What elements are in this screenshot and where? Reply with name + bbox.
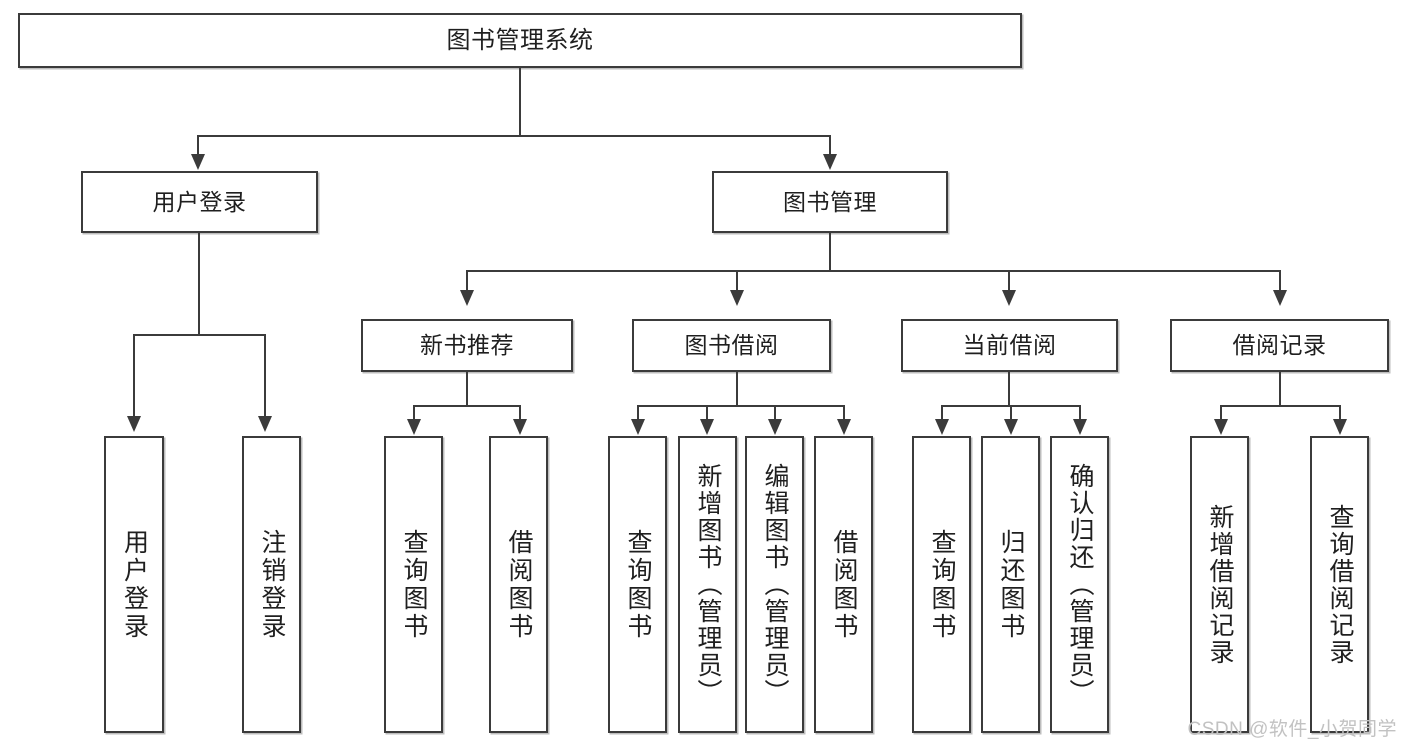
connector-new-book-bar xyxy=(413,405,521,407)
connector-borrow-record-stem xyxy=(1279,372,1281,406)
connector-book-borrow-leaf-3 xyxy=(774,405,776,421)
connector-book-mgmt-sub-4 xyxy=(1279,270,1281,292)
node-label: 查询借阅记录 xyxy=(1326,503,1354,666)
connector-root-to-branch-2 xyxy=(829,135,831,157)
node-label: 借阅图书 xyxy=(830,528,858,641)
node-root-book-management-system[interactable]: 图书管理系统 xyxy=(18,13,1022,68)
node-subbranch-book-borrow[interactable]: 图书借阅 xyxy=(632,319,831,372)
connector-current-borrow-leaf-3 xyxy=(1079,405,1081,421)
connector-user-login-leaf-1 xyxy=(133,334,135,418)
node-label: 确认归还（管理员） xyxy=(1066,463,1094,706)
node-label: 图书管理系统 xyxy=(446,26,594,54)
arrowhead-user-login-leaf-1-icon xyxy=(127,416,141,432)
arrowhead-current-borrow-leaf-3-icon xyxy=(1073,419,1087,435)
node-leaf-query-borrow-record[interactable]: 查询借阅记录 xyxy=(1310,436,1369,733)
arrowhead-sub-4-icon xyxy=(1273,290,1287,306)
connector-current-borrow-leaf-1 xyxy=(941,405,943,421)
node-leaf-query-book-borrow[interactable]: 查询图书 xyxy=(608,436,667,733)
connector-current-borrow-leaf-2 xyxy=(1010,405,1012,421)
arrowhead-user-login-leaf-2-icon xyxy=(258,416,272,432)
node-label: 归还图书 xyxy=(997,528,1025,641)
connector-new-book-leaf-2 xyxy=(519,405,521,421)
arrowhead-new-book-leaf-1-icon xyxy=(407,419,421,435)
arrowhead-borrow-record-leaf-1-icon xyxy=(1214,419,1228,435)
node-label: 查询图书 xyxy=(928,528,956,641)
arrowhead-branch-1-icon xyxy=(191,154,205,170)
arrowhead-book-borrow-leaf-3-icon xyxy=(768,419,782,435)
connector-user-login-bar xyxy=(133,334,266,336)
node-leaf-confirm-return-admin[interactable]: 确认归还（管理员） xyxy=(1050,436,1109,733)
node-subbranch-current-borrow[interactable]: 当前借阅 xyxy=(901,319,1118,372)
connector-new-book-leaf-1 xyxy=(413,405,415,421)
node-label: 查询图书 xyxy=(400,528,428,641)
node-leaf-query-book-current[interactable]: 查询图书 xyxy=(912,436,971,733)
node-subbranch-new-book-recommend[interactable]: 新书推荐 xyxy=(361,319,573,372)
connector-root-stem xyxy=(519,68,521,136)
arrowhead-current-borrow-leaf-1-icon xyxy=(935,419,949,435)
node-label: 新增借阅记录 xyxy=(1206,503,1234,666)
node-label: 新书推荐 xyxy=(420,332,514,359)
arrowhead-borrow-record-leaf-2-icon xyxy=(1333,419,1347,435)
arrowhead-book-borrow-leaf-4-icon xyxy=(837,419,851,435)
node-leaf-user-login[interactable]: 用户登录 xyxy=(104,436,164,733)
node-label: 图书管理 xyxy=(783,188,877,215)
connector-book-borrow-leaf-2 xyxy=(706,405,708,421)
node-label: 编辑图书（管理员） xyxy=(761,463,789,706)
connector-new-book-stem xyxy=(466,372,468,406)
node-label: 当前借阅 xyxy=(962,332,1057,359)
arrowhead-sub-1-icon xyxy=(460,290,474,306)
node-leaf-logout[interactable]: 注销登录 xyxy=(242,436,301,733)
node-leaf-return-book[interactable]: 归还图书 xyxy=(981,436,1040,733)
connector-book-mgmt-stem xyxy=(829,233,831,271)
node-leaf-borrow-book-recommend[interactable]: 借阅图书 xyxy=(489,436,548,733)
connector-user-login-stem xyxy=(198,233,200,335)
connector-book-borrow-bar xyxy=(637,405,844,407)
node-leaf-add-borrow-record[interactable]: 新增借阅记录 xyxy=(1190,436,1249,733)
connector-root-to-branch-1 xyxy=(197,135,199,157)
connector-book-mgmt-bar xyxy=(466,270,1280,272)
connector-borrow-record-leaf-2 xyxy=(1339,405,1341,421)
connector-book-borrow-stem xyxy=(736,372,738,406)
node-branch-book-management[interactable]: 图书管理 xyxy=(712,171,948,233)
connector-book-mgmt-sub-1 xyxy=(466,270,468,292)
arrowhead-sub-2-icon xyxy=(730,290,744,306)
connector-root-bar xyxy=(197,135,831,137)
node-label: 查询图书 xyxy=(624,528,652,641)
connector-book-borrow-leaf-1 xyxy=(637,405,639,421)
connector-current-borrow-stem xyxy=(1008,372,1010,406)
node-leaf-add-book-admin[interactable]: 新增图书（管理员） xyxy=(678,436,737,733)
connector-book-borrow-leaf-4 xyxy=(843,405,845,421)
arrowhead-new-book-leaf-2-icon xyxy=(513,419,527,435)
connector-book-mgmt-sub-2 xyxy=(736,270,738,292)
node-branch-user-login[interactable]: 用户登录 xyxy=(81,171,318,233)
connector-borrow-record-leaf-1 xyxy=(1220,405,1222,421)
watermark: CSDN @软件_小贺同学 xyxy=(1187,719,1397,740)
node-label: 用户登录 xyxy=(152,188,247,215)
node-leaf-query-book-recommend[interactable]: 查询图书 xyxy=(384,436,443,733)
arrowhead-branch-2-icon xyxy=(823,154,837,170)
node-subbranch-borrow-record[interactable]: 借阅记录 xyxy=(1170,319,1389,372)
connector-borrow-record-bar xyxy=(1220,405,1340,407)
connector-user-login-leaf-2 xyxy=(264,334,266,418)
node-label: 用户登录 xyxy=(120,528,149,641)
arrowhead-current-borrow-leaf-2-icon xyxy=(1004,419,1018,435)
node-label: 借阅记录 xyxy=(1232,332,1327,359)
arrowhead-book-borrow-leaf-2-icon xyxy=(700,419,714,435)
node-leaf-borrow-book[interactable]: 借阅图书 xyxy=(814,436,873,733)
node-label: 借阅图书 xyxy=(505,528,533,641)
node-leaf-edit-book-admin[interactable]: 编辑图书（管理员） xyxy=(745,436,804,733)
arrowhead-sub-3-icon xyxy=(1002,290,1016,306)
connector-book-mgmt-sub-3 xyxy=(1008,270,1010,292)
node-label: 图书借阅 xyxy=(684,332,779,359)
node-label: 新增图书（管理员） xyxy=(694,463,722,706)
arrowhead-book-borrow-leaf-1-icon xyxy=(631,419,645,435)
node-label: 注销登录 xyxy=(258,528,286,641)
